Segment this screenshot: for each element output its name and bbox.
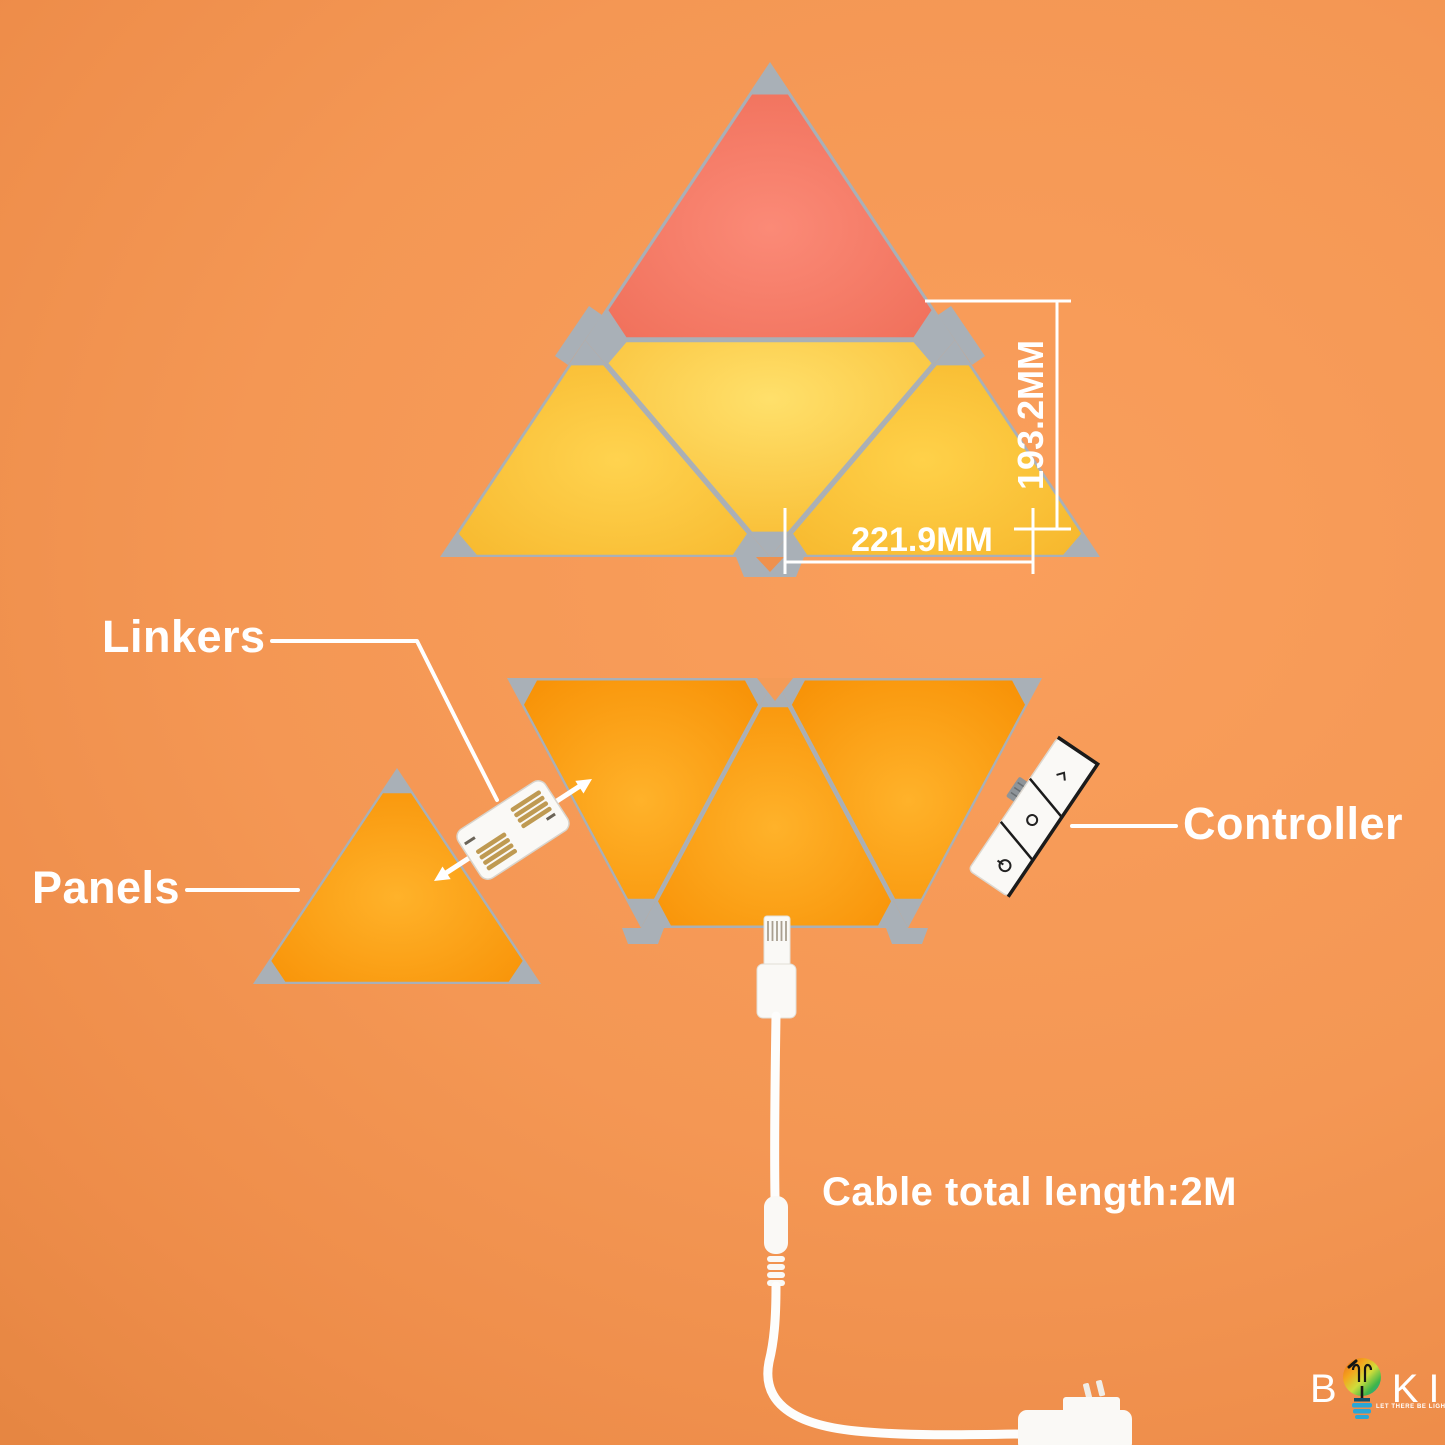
panel-connector-tabs <box>555 306 985 944</box>
dimension-annotations <box>783 299 1071 574</box>
cable-lower <box>763 1281 1025 1440</box>
left-edge-tab <box>555 306 602 365</box>
linker-body <box>456 780 570 880</box>
panel-single <box>271 793 523 982</box>
linker-arrow-head-icon <box>575 779 592 794</box>
controller-device <box>969 735 1101 898</box>
adapter-top-cap <box>1063 1397 1120 1413</box>
logo-tagline: LET THERE BE LIGHT! <box>1376 1404 1445 1410</box>
trapezoid-right-tab <box>886 928 928 944</box>
controller-divider <box>999 821 1034 862</box>
cable-length-note: Cable total length:2M <box>822 1170 1237 1214</box>
mode-button-icon <box>1026 814 1039 827</box>
controller-edge-line <box>1006 735 1101 898</box>
logo-letter-b: B <box>1310 1367 1338 1411</box>
light-panels-layer <box>253 62 1100 984</box>
linker-print-mark <box>464 836 476 846</box>
trapezoid-left-tab <box>622 928 664 944</box>
panel-yellow-middle <box>608 342 932 532</box>
leader-lines <box>185 639 1178 892</box>
panel-left-down <box>524 680 758 899</box>
plug-pins <box>767 921 787 941</box>
panel-red-top <box>608 94 932 338</box>
panels-label: Panels <box>32 862 181 913</box>
linker-print-mark <box>545 812 556 821</box>
power-cable-assembly <box>756 915 1132 1445</box>
panel-right-down <box>791 680 1025 899</box>
plug-prong <box>1083 1383 1093 1400</box>
controller-divider <box>1028 777 1063 818</box>
linker-gold-contacts <box>476 790 552 871</box>
linker-assembly <box>434 779 592 881</box>
width-dimension-value: 221.9MM <box>851 521 993 559</box>
logo-letter-i: I <box>1428 1367 1441 1411</box>
plug-prong <box>1096 1380 1106 1397</box>
power-button-icon <box>996 859 1004 866</box>
brand-logo: B K I LET THERE BE LIGHT! <box>1310 1356 1445 1427</box>
height-dimension-value: 193.2MM <box>1010 340 1051 490</box>
right-edge-tab <box>938 306 985 365</box>
panel-yellow-left <box>458 365 747 555</box>
linkers-label: Linkers <box>102 611 266 662</box>
inline-connector <box>764 1196 788 1254</box>
brightness-button-icon <box>1056 771 1066 781</box>
cable-upper <box>770 1011 781 1203</box>
linker-chip <box>456 780 570 880</box>
trapezoid-top-notch <box>757 678 793 701</box>
panel-yellow-right <box>793 365 1082 555</box>
controller-label: Controller <box>1183 798 1404 849</box>
linkers-leader-line <box>270 639 499 802</box>
logo-letter-k: K <box>1391 1367 1420 1411</box>
strain-relief-ribs <box>767 1256 785 1286</box>
lightbulb-icon <box>1340 1356 1384 1427</box>
panel-center-up <box>658 707 892 926</box>
plug-housing <box>756 963 797 1019</box>
bottom-edge-notch <box>756 557 784 572</box>
linker-arrow-tail-icon <box>434 866 451 881</box>
power-adapter-body <box>1018 1410 1132 1445</box>
